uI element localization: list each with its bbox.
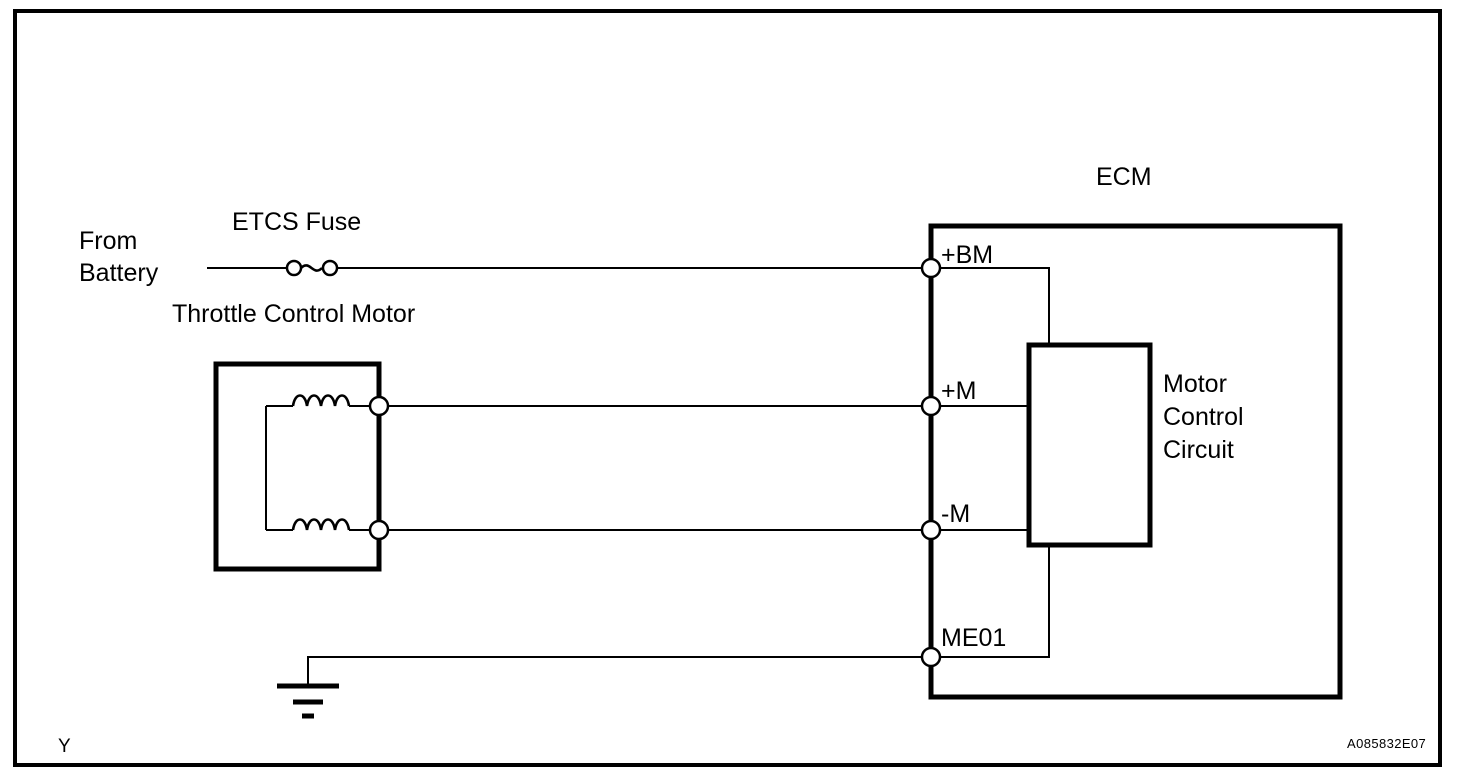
plus-bm-internal-wire bbox=[931, 267, 1050, 345]
corner-marker-label: Y bbox=[58, 736, 71, 757]
from-battery-label-line2: Battery bbox=[79, 259, 159, 287]
motor-terminal-upper-icon[interactable] bbox=[368, 395, 390, 417]
terminal-minus-m-icon[interactable] bbox=[920, 519, 942, 541]
me01-ground-wire bbox=[307, 656, 931, 684]
etcs-fuse-label: ETCS Fuse bbox=[232, 208, 361, 236]
motor-control-circuit-label-line3: Circuit bbox=[1163, 436, 1234, 464]
from-battery-label-line1: From bbox=[79, 227, 137, 255]
motor-upper-coil-icon bbox=[291, 394, 351, 407]
ecm-label: ECM bbox=[1096, 163, 1152, 191]
motor-control-circuit-box bbox=[1026, 342, 1153, 548]
terminal-label-plus-m: +M bbox=[941, 377, 976, 405]
throttle-control-motor-box bbox=[213, 361, 382, 572]
terminal-label-me01: ME01 bbox=[941, 624, 1006, 652]
terminal-plus-bm-icon[interactable] bbox=[920, 257, 942, 279]
fuse-terminal-left-icon bbox=[285, 259, 303, 277]
terminal-label-minus-m: -M bbox=[941, 500, 970, 528]
terminal-me01-icon[interactable] bbox=[920, 646, 942, 668]
throttle-control-motor-label: Throttle Control Motor bbox=[172, 300, 415, 328]
page-border bbox=[13, 9, 1442, 767]
motor-lower-coil-icon bbox=[291, 518, 351, 531]
figure-reference-code: A085832E07 bbox=[1347, 736, 1426, 751]
me01-internal-wire bbox=[931, 545, 1050, 658]
fuse-element-icon bbox=[300, 264, 323, 272]
terminal-plus-m-icon[interactable] bbox=[920, 395, 942, 417]
terminal-label-plus-bm: +BM bbox=[941, 241, 993, 269]
fuse-terminal-right-icon bbox=[321, 259, 339, 277]
motor-control-circuit-label-line1: Motor bbox=[1163, 370, 1227, 398]
ecm-box bbox=[928, 223, 1343, 700]
motor-control-circuit-label-line2: Control bbox=[1163, 403, 1244, 431]
motor-terminal-lower-icon[interactable] bbox=[368, 519, 390, 541]
